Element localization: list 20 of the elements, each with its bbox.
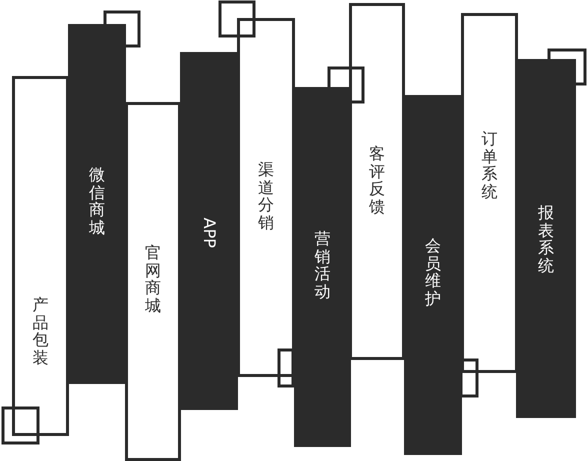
filled-bar	[404, 95, 462, 455]
outlined-bar	[237, 18, 295, 377]
bar-label: 客评反馈	[369, 145, 385, 216]
bar-label: 报表系统	[538, 204, 554, 274]
bar-label: 订单系统	[482, 130, 498, 200]
bar-label: 会员维护	[425, 237, 441, 308]
bar-label: 渠道分销	[258, 161, 274, 232]
outlined-bar	[349, 3, 405, 360]
filled-bar	[294, 87, 351, 447]
bar-label: 微信商城	[89, 166, 105, 236]
filled-bar	[68, 24, 126, 384]
outlined-bar	[461, 13, 518, 373]
outlined-bar	[12, 76, 69, 436]
bar-label: APP	[200, 218, 218, 248]
bar-label: 官网商城	[145, 244, 161, 314]
outlined-bar	[125, 102, 181, 461]
filled-bar	[516, 59, 576, 418]
bar-label: 营销活动	[314, 230, 330, 300]
bar-label: 产品包装	[32, 296, 48, 366]
filled-bar	[180, 52, 238, 410]
